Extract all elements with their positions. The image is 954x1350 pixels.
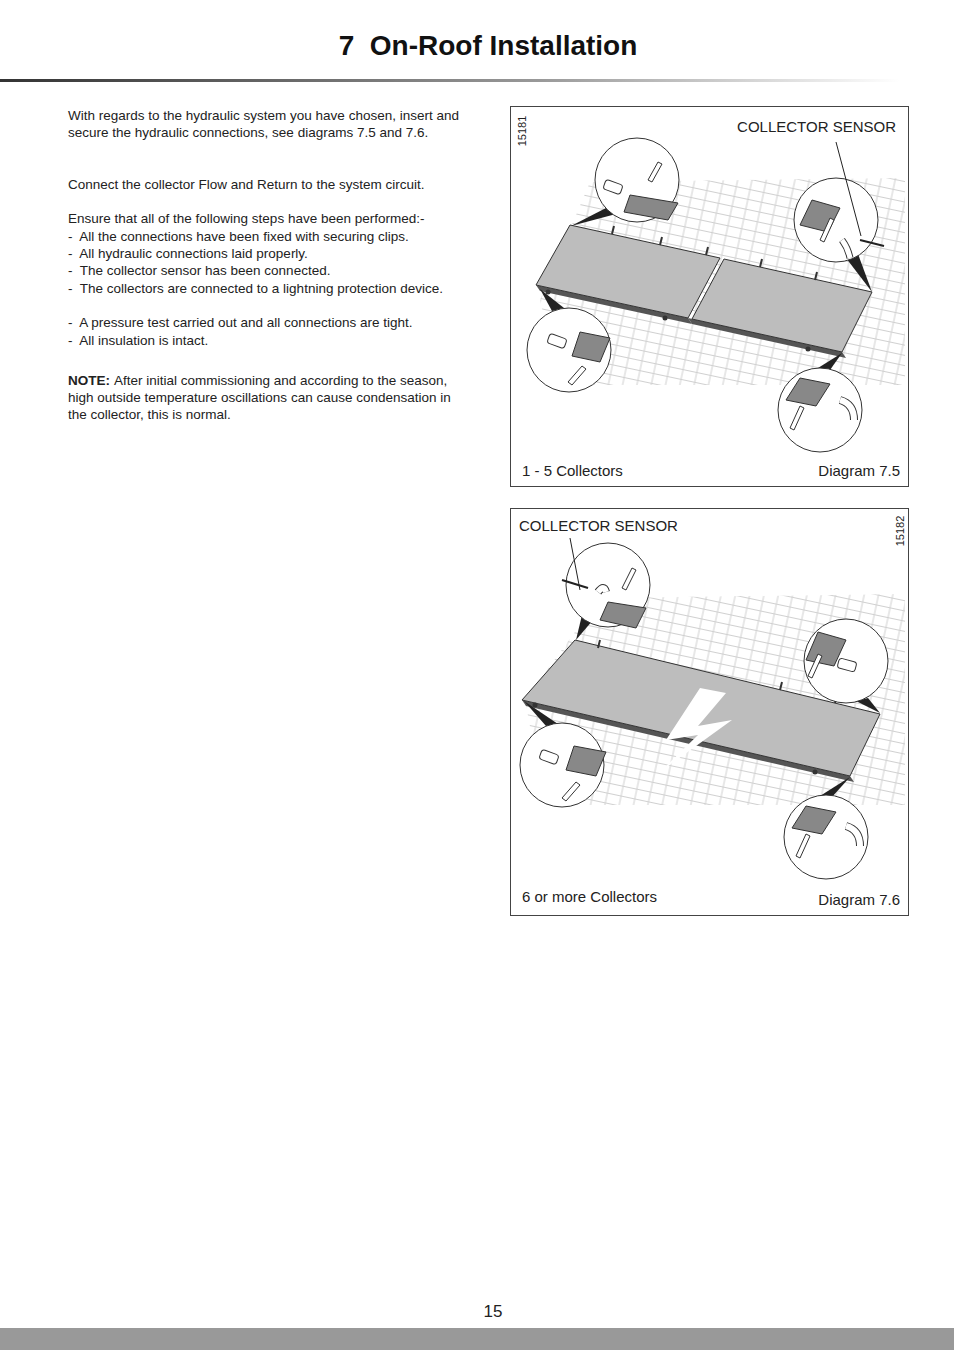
- art-circle: [546, 290, 551, 295]
- body-text: Connect the collector Flow and Return to…: [68, 176, 463, 193]
- body-text: - A pressure test carried out and all co…: [68, 314, 463, 331]
- art-path: [598, 640, 837, 703]
- art-path: [612, 226, 817, 280]
- art-path: [842, 240, 850, 258]
- panel-label: 1 - 5 Collectors: [522, 462, 623, 480]
- body-text: - All insulation is intact.: [68, 332, 463, 349]
- panel-label: COLLECTOR SENSOR: [519, 517, 678, 535]
- art-path: [598, 588, 606, 592]
- panel-label: Diagram 7.6: [818, 891, 900, 909]
- panel-label: Diagram 7.5: [818, 462, 900, 480]
- art-polygon: [536, 225, 720, 318]
- art-path: [820, 218, 834, 242]
- figure-number: 15181: [516, 116, 528, 147]
- title-rule: [0, 79, 900, 82]
- art-circle: [794, 178, 878, 262]
- art-path: [796, 834, 810, 858]
- diagram-7-6-art: [520, 538, 905, 879]
- art-path: [840, 400, 854, 420]
- figure-number: 15182: [894, 516, 906, 547]
- diagram-panel: 15181 COLLECTOR SENSOR 1 - 5 Collectors Dia…: [510, 106, 909, 487]
- art-path: [790, 406, 804, 430]
- art-polygon: [566, 746, 606, 776]
- art-path: [622, 568, 636, 590]
- art-polygon: [692, 259, 872, 352]
- art-path: [570, 538, 580, 590]
- art-path: [562, 782, 580, 801]
- body-text: With regards to the hydraulic system you…: [68, 107, 463, 141]
- diagram-panel: COLLECTOR SENSOR 15182 6 or more Collector…: [510, 508, 909, 916]
- art-polygon: [572, 332, 610, 362]
- footer-bar: [0, 1328, 954, 1350]
- art-path: [568, 366, 586, 385]
- body-text: - All hydraulic connections laid properl…: [68, 245, 463, 262]
- note-label: NOTE:: [68, 372, 110, 389]
- art-path: [860, 240, 884, 246]
- art-polygon: [820, 777, 850, 797]
- art-circle: [527, 308, 611, 392]
- body-text: - The collectors are connected to a ligh…: [68, 280, 463, 297]
- body-text: - The collector sensor has been connecte…: [68, 262, 463, 279]
- body-text: - All the connections have been fixed wi…: [68, 228, 463, 245]
- art-circle: [663, 316, 668, 321]
- art-circle: [813, 770, 818, 775]
- art-circle: [806, 347, 811, 352]
- art-rect: [539, 749, 559, 765]
- art-circle: [595, 138, 679, 222]
- art-polygon: [524, 701, 558, 726]
- art-path: [648, 162, 662, 182]
- art-circle: [778, 368, 862, 452]
- art-path: [846, 826, 860, 846]
- art-path: [598, 588, 606, 592]
- art-path: [840, 400, 854, 420]
- art-polygon: [786, 378, 830, 406]
- panel-label: COLLECTOR SENSOR: [737, 118, 896, 136]
- page-number: 15: [443, 1302, 543, 1322]
- art-circle: [784, 795, 868, 879]
- art-rect: [603, 179, 623, 195]
- art-path: [808, 654, 822, 678]
- diagram-7-5-art: [527, 138, 905, 452]
- art-rect: [547, 333, 567, 349]
- body-text: Ensure that all of the following steps h…: [68, 210, 463, 227]
- art-polygon: [800, 200, 840, 232]
- art-circle: [804, 619, 888, 703]
- page-title: 7 On-Roof Installation: [22, 29, 954, 63]
- panel-label: 6 or more Collectors: [522, 888, 657, 906]
- art-polygon: [792, 806, 836, 834]
- art-polygon: [818, 353, 842, 370]
- art-polygon: [624, 195, 678, 220]
- art-path: [836, 142, 861, 236]
- body-text: After initial commissioning and accordin…: [68, 372, 463, 423]
- art-path: [842, 240, 850, 258]
- art-path: [846, 826, 860, 846]
- art-polygon: [540, 289, 564, 311]
- art-polygon: [600, 602, 646, 628]
- art-path: [562, 580, 588, 588]
- art-circle: [533, 703, 538, 708]
- art-rect: [837, 658, 857, 672]
- art-polygon: [660, 688, 732, 772]
